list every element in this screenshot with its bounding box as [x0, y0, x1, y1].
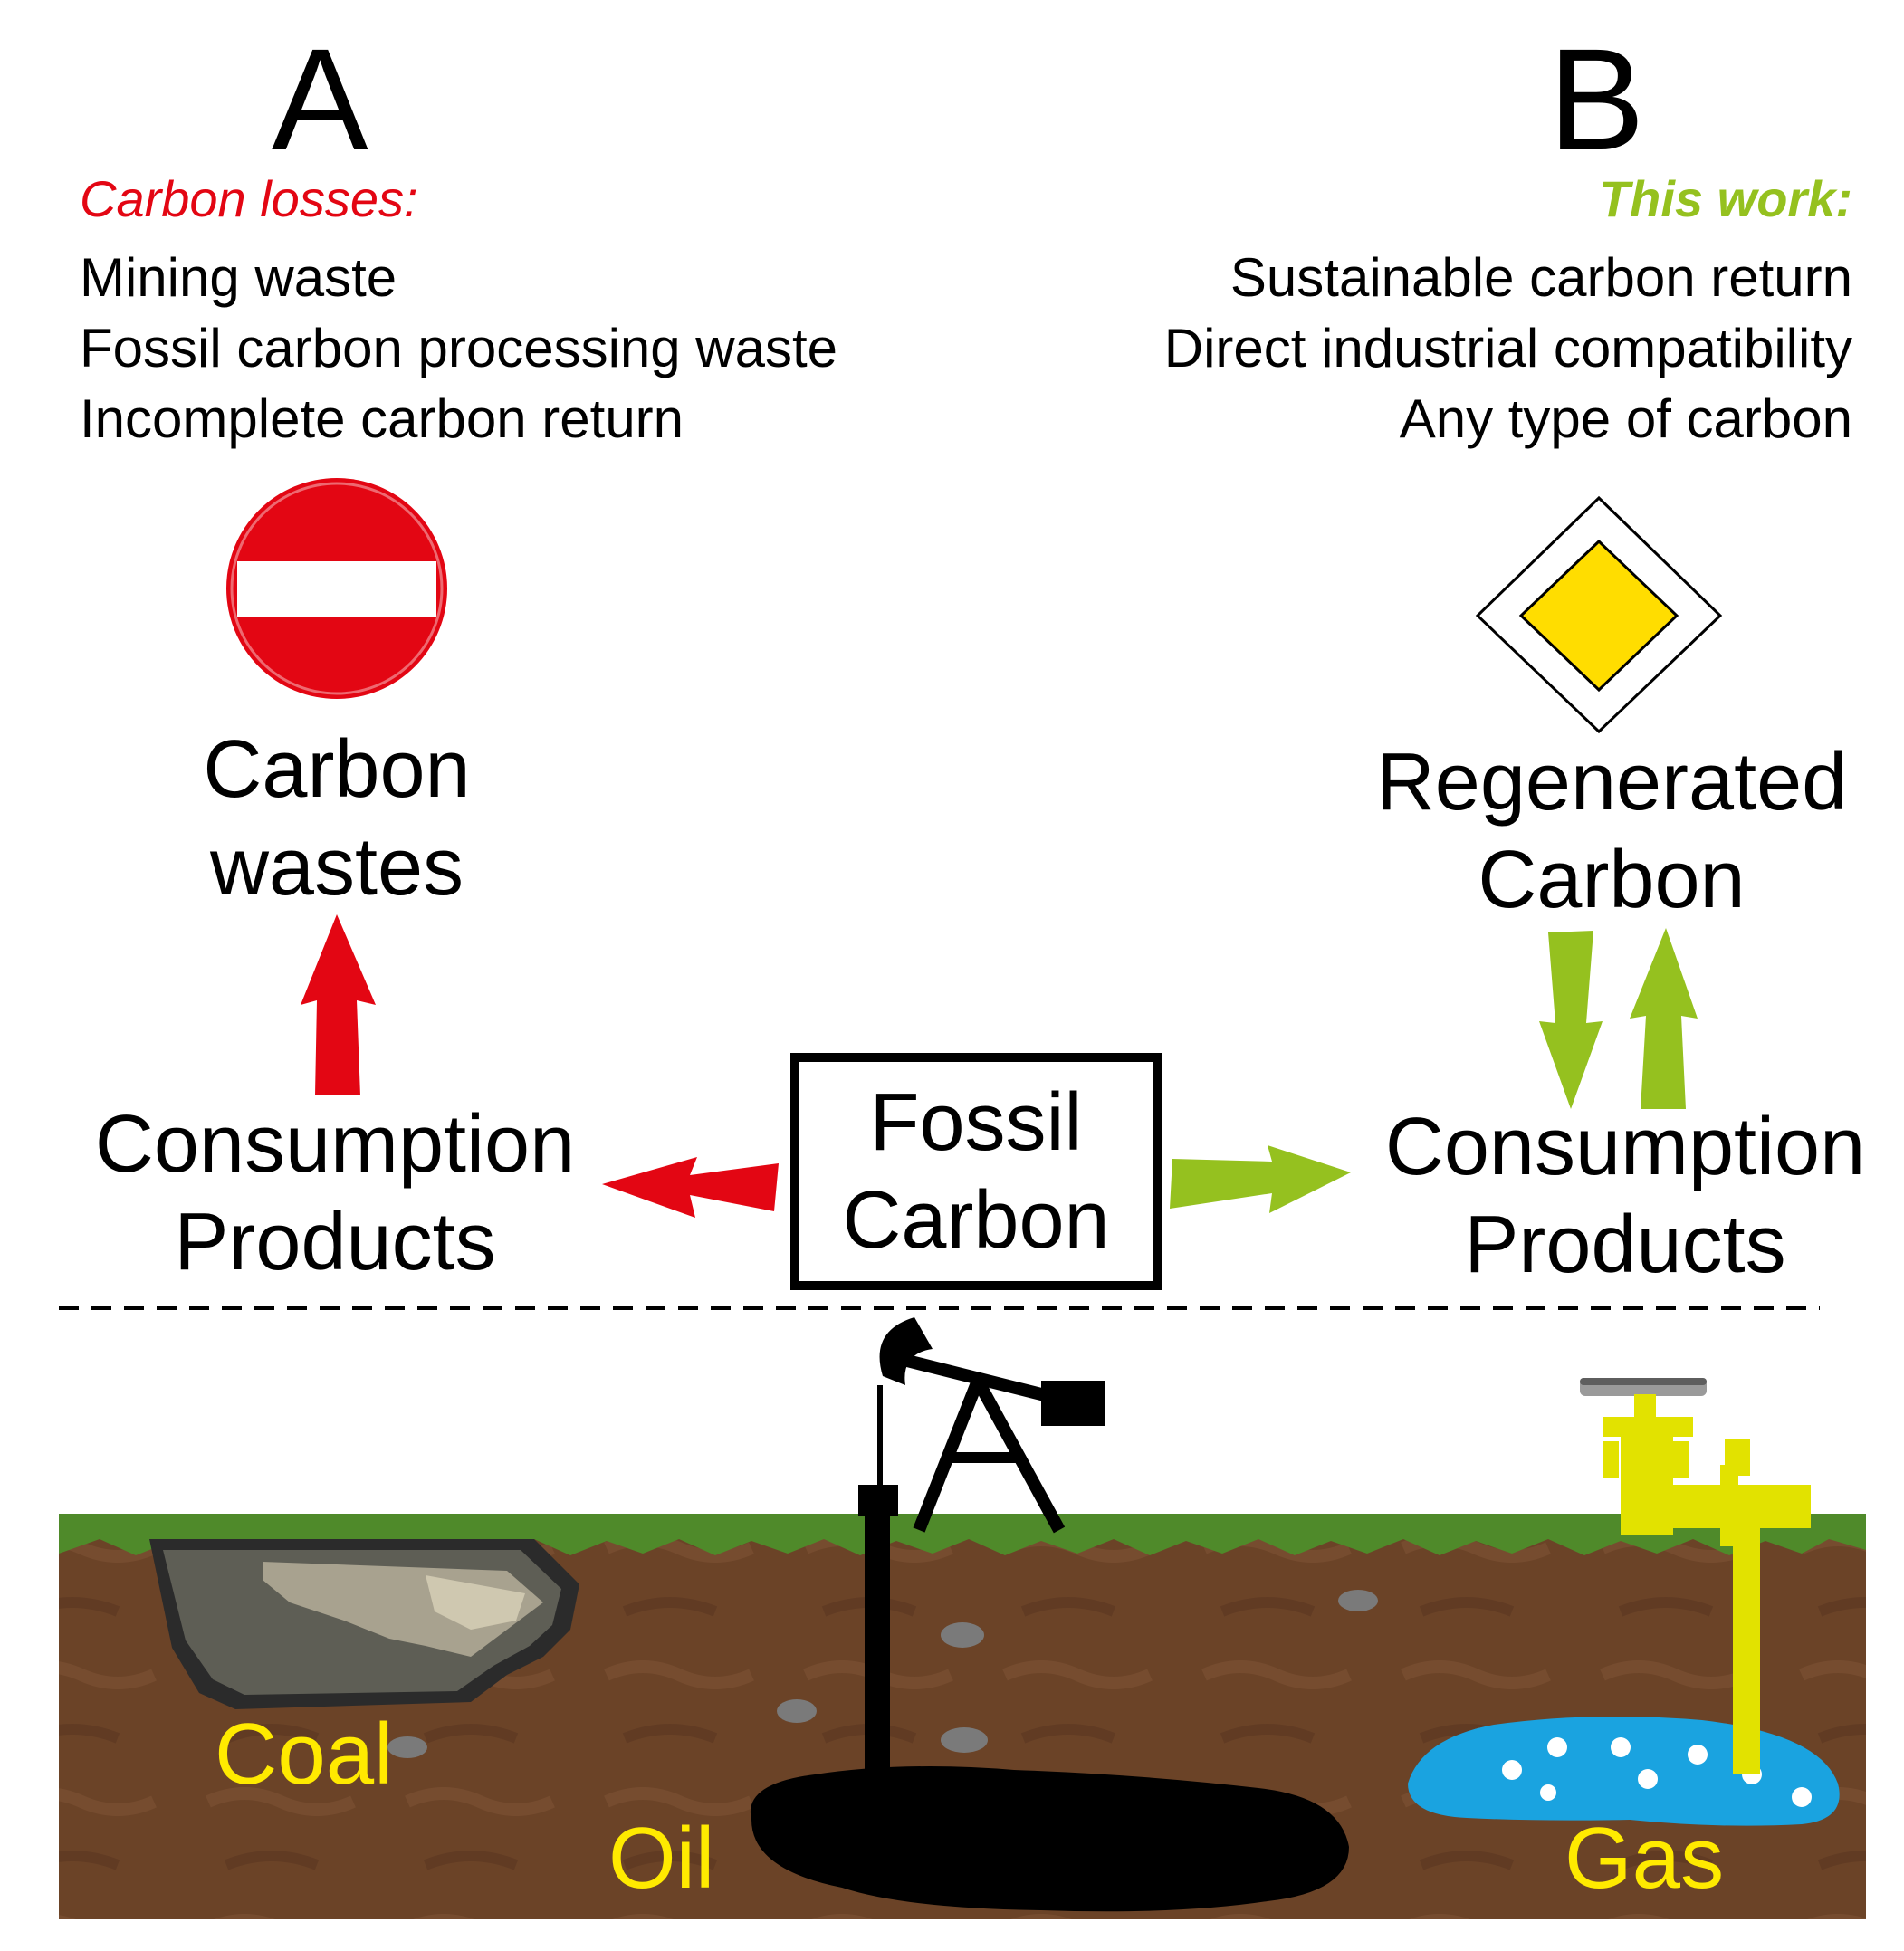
regen-arrow-down [1539, 931, 1603, 1109]
panel-a-items: Mining waste Fossil carbon processing wa… [80, 243, 837, 454]
panel-b-letter: B [1548, 18, 1645, 180]
loss-arrow-left [602, 1157, 779, 1218]
loss-arrow-up [301, 914, 376, 1095]
panel-b-items: Sustainable carbon return Direct industr… [1164, 243, 1852, 454]
gas-label: Gas [1564, 1810, 1725, 1907]
panel-b-item: Sustainable carbon return [1229, 247, 1852, 308]
carbon-wastes-line: wastes [209, 822, 464, 913]
panel-a-letter: A [272, 18, 368, 180]
carbon-wastes-line: Carbon [203, 724, 471, 815]
regenerated-carbon-line: Carbon [1478, 835, 1746, 925]
coal-label: Coal [215, 1706, 394, 1803]
priority-road-sign-icon [1475, 495, 1723, 734]
panel-a-item: Fossil carbon processing waste [80, 318, 838, 378]
consumption-products-line: Consumption [94, 1099, 576, 1190]
regenerated-carbon-line: Regenerated [1375, 737, 1848, 827]
panel-b-item: Direct industrial compatibility [1163, 318, 1852, 378]
carbon-wastes-label: Carbon wastes [156, 721, 518, 916]
fossil-carbon-line: Carbon [842, 1175, 1110, 1266]
gas-bubbles [1502, 1737, 1812, 1807]
no-entry-sign-icon [226, 478, 447, 699]
fossil-carbon-line: Fossil [869, 1077, 1083, 1168]
gas-pipe-valve-icon [1580, 1378, 1811, 1774]
regen-arrow-up [1630, 928, 1698, 1109]
consumption-products-b-label: Consumption Products [1363, 1098, 1888, 1294]
oil-pool [750, 1766, 1349, 1912]
consumption-products-line: Consumption [1384, 1102, 1866, 1192]
panel-b-item: Any type of carbon [1399, 388, 1852, 449]
consumption-products-line: Products [1464, 1200, 1786, 1290]
gas-pool [1408, 1717, 1840, 1826]
panel-a-item: Incomplete carbon return [80, 388, 684, 449]
consumption-products-line: Products [174, 1197, 496, 1287]
panel-a-item: Mining waste [80, 247, 397, 308]
consumption-products-a-label: Consumption Products [63, 1095, 607, 1291]
regenerated-carbon-label: Regenerated Carbon [1358, 733, 1865, 929]
oil-label: Oil [608, 1810, 715, 1907]
fossil-carbon-label: Fossil Carbon [799, 1074, 1153, 1269]
panel-b-heading: This work: [1598, 170, 1852, 227]
panel-a-heading: Carbon losses: [80, 170, 418, 227]
regen-arrow-right [1170, 1145, 1351, 1213]
coal-seam-icon [149, 1539, 579, 1709]
pumpjack-icon [858, 1317, 1105, 1802]
fossil-carbon-box [790, 1053, 1162, 1290]
